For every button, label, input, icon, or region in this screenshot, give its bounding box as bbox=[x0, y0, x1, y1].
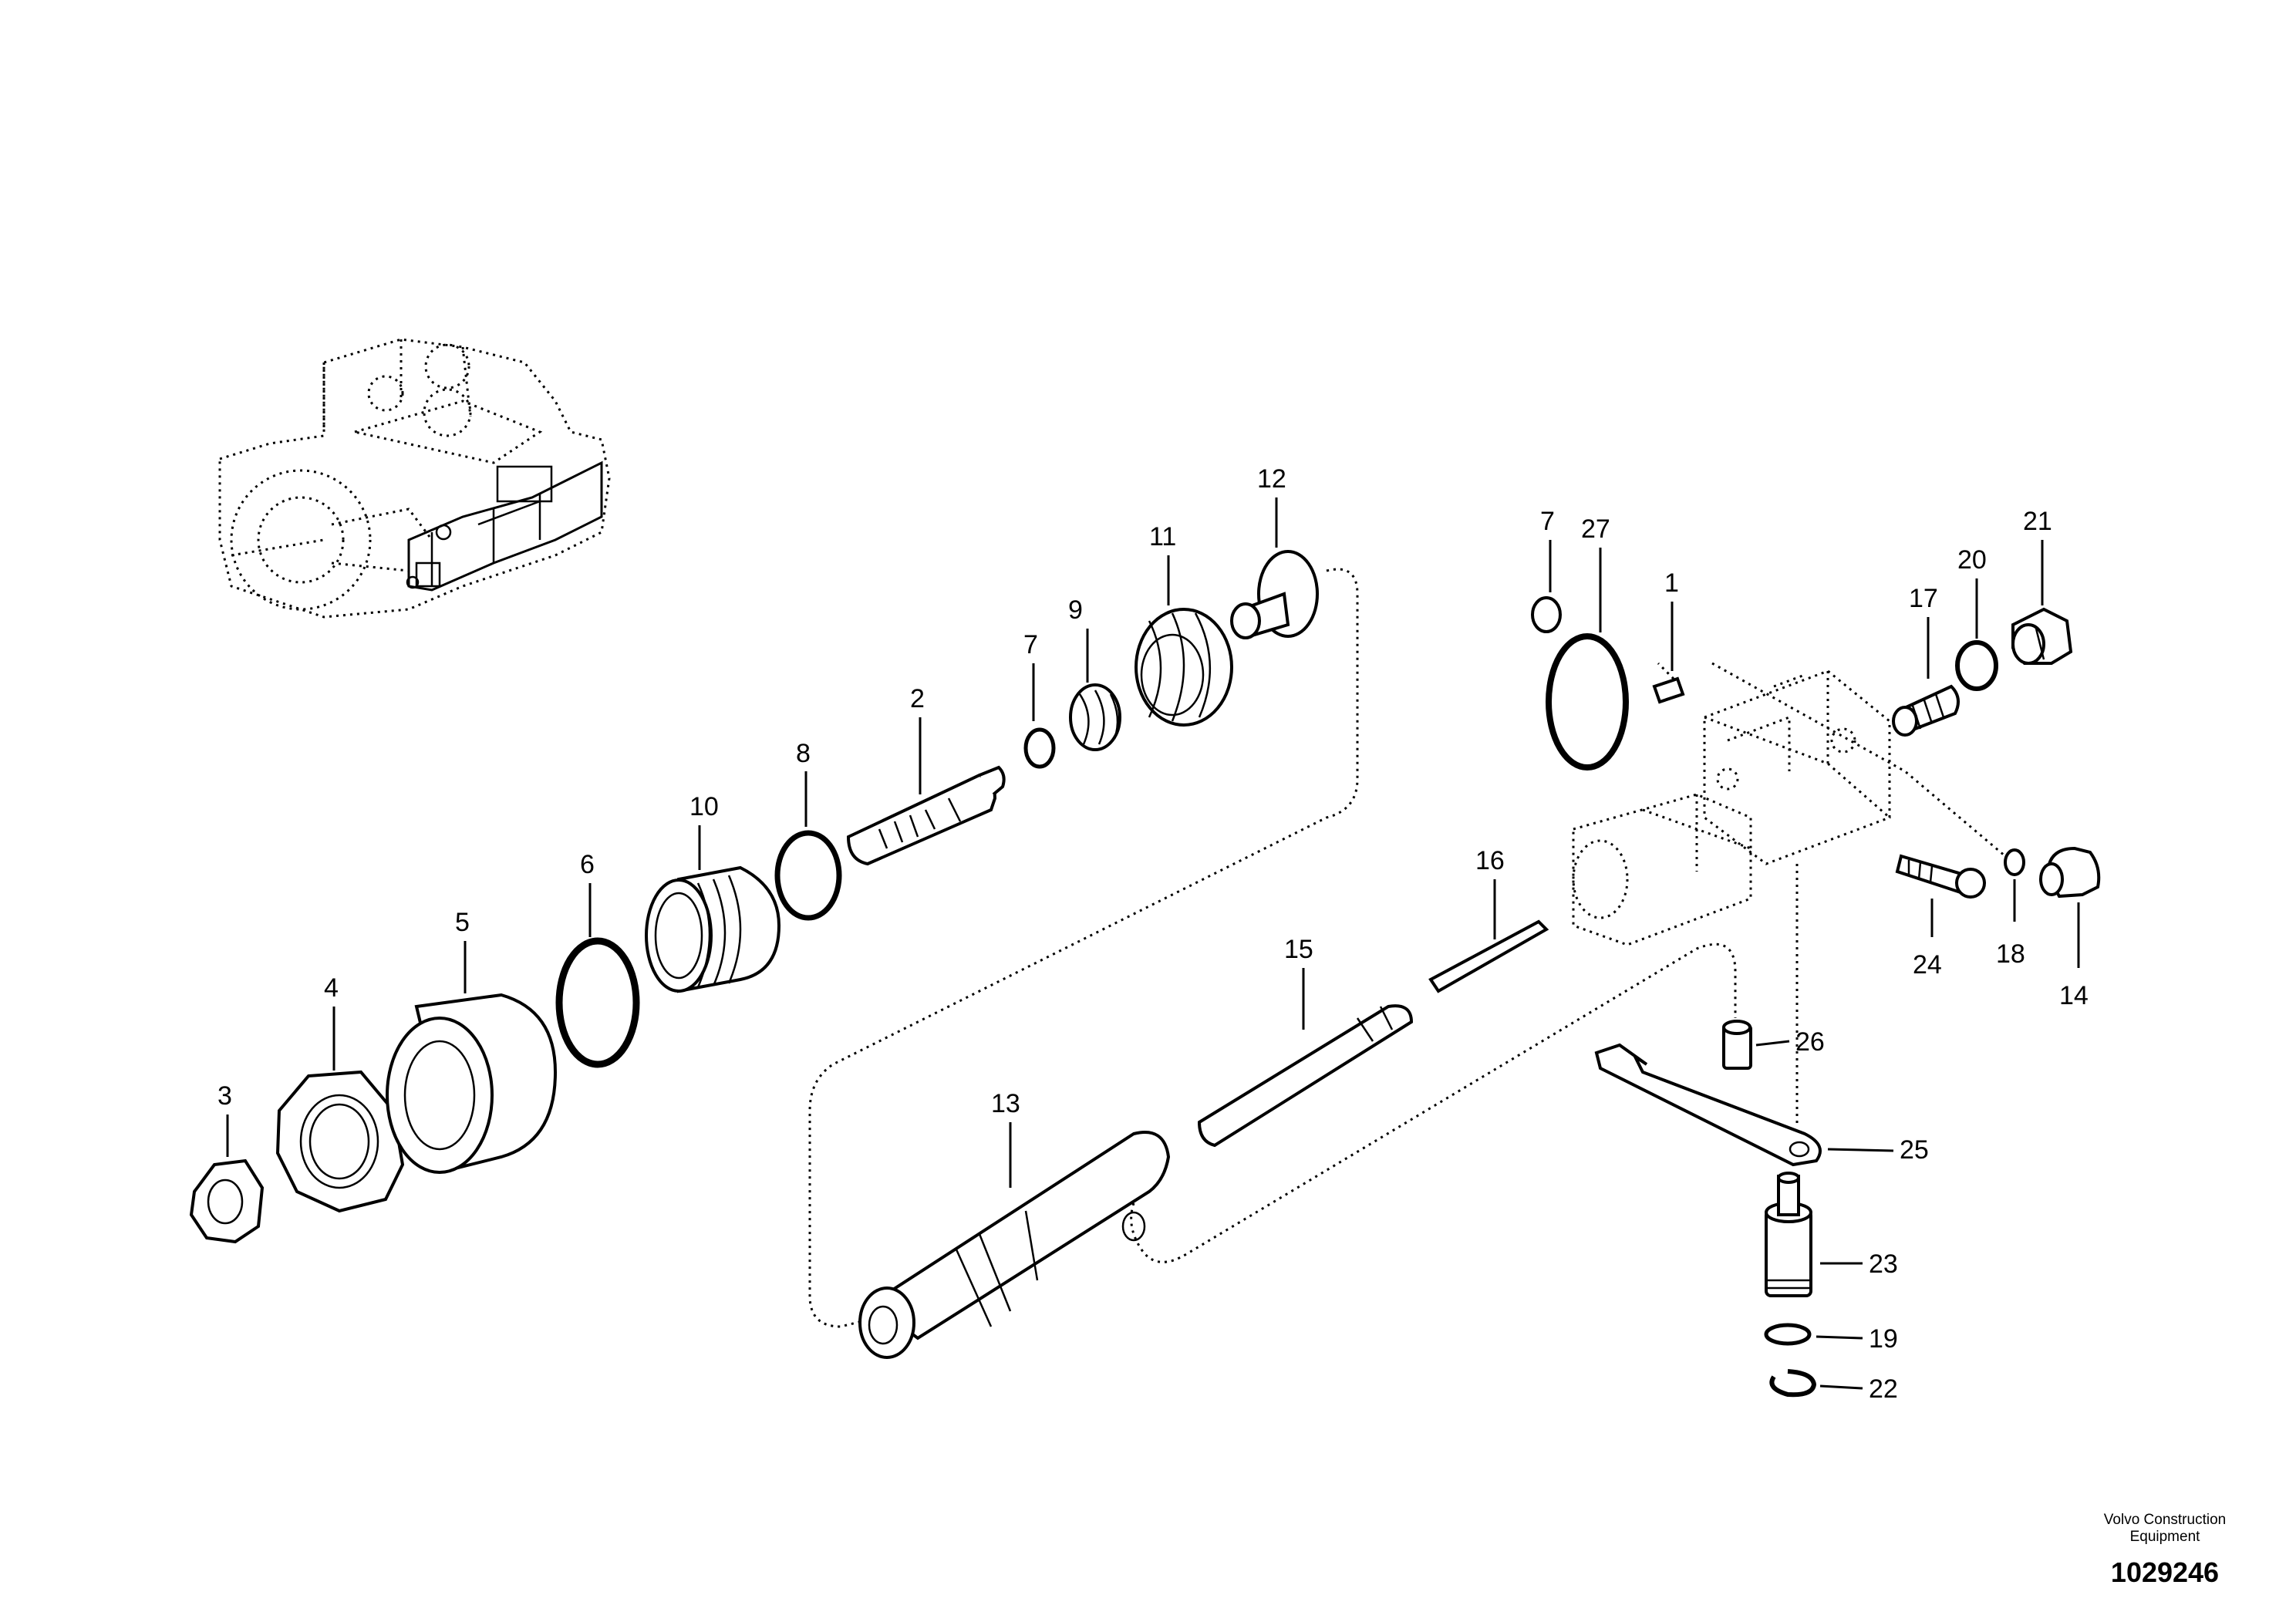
callout-26: 26 bbox=[1795, 1027, 1825, 1057]
callout-12: 12 bbox=[1257, 464, 1286, 494]
callout-11: 11 bbox=[1149, 522, 1176, 551]
part-22-retaining-ring bbox=[1769, 1369, 1817, 1398]
pump-overview-illustration bbox=[218, 338, 611, 619]
callout-14: 14 bbox=[2059, 981, 2089, 1010]
part-2-spool bbox=[846, 765, 1006, 866]
part-5-sleeve bbox=[386, 993, 558, 1174]
part-12-spring-seat bbox=[1230, 550, 1319, 639]
callout-5: 5 bbox=[455, 908, 470, 937]
callout-23: 23 bbox=[1869, 1249, 1898, 1279]
part-25-lever bbox=[1594, 1043, 1822, 1167]
callout-27: 27 bbox=[1581, 514, 1610, 544]
callout-3: 3 bbox=[217, 1081, 232, 1111]
part-19-o-ring bbox=[1764, 1323, 1812, 1346]
footer-document-number: 1029246 bbox=[2110, 1556, 2220, 1588]
part-7-o-ring bbox=[1023, 727, 1056, 769]
part-17-spring bbox=[1892, 684, 1960, 737]
callout-15: 15 bbox=[1284, 935, 1313, 964]
callout-13: 13 bbox=[991, 1089, 1020, 1118]
part-8-o-ring bbox=[774, 830, 842, 921]
part-10-small-spring bbox=[1069, 683, 1121, 751]
callout-9: 10 bbox=[689, 792, 719, 821]
callout-21: 21 bbox=[2023, 507, 2052, 536]
callout-25: 25 bbox=[1900, 1135, 1929, 1165]
part-23-piston bbox=[1765, 1172, 1812, 1297]
part-24-screw bbox=[1895, 854, 1986, 899]
part-9-threaded-bushing bbox=[645, 865, 781, 993]
part-21-plug bbox=[2011, 607, 2073, 665]
part-6-o-ring bbox=[555, 937, 640, 1068]
callout-10: 9 bbox=[1068, 595, 1083, 625]
part-3-hex-nut bbox=[189, 1158, 265, 1244]
callout-7-left: 7 bbox=[1023, 630, 1038, 659]
callout-2: 2 bbox=[910, 684, 925, 713]
callout-22: 22 bbox=[1869, 1374, 1898, 1404]
footer-company-name: Volvo Construction Equipment bbox=[2103, 1512, 2227, 1545]
assembly-path-right bbox=[1130, 943, 1737, 1263]
part-14-plug bbox=[2039, 846, 2101, 899]
part-27-o-ring bbox=[1546, 633, 1629, 771]
callout-24: 24 bbox=[1913, 950, 1942, 980]
part-20-o-ring bbox=[1955, 640, 1998, 691]
part-11-large-spring bbox=[1135, 608, 1233, 727]
callout-labels: 3 4 5 6 10 8 2 7 9 11 12 13 15 16 7 27 1… bbox=[217, 464, 2089, 1404]
callout-20: 20 bbox=[1957, 545, 1987, 575]
callout-16: 16 bbox=[1475, 846, 1505, 875]
part-7-o-ring-right bbox=[1531, 596, 1562, 633]
callout-6: 6 bbox=[580, 850, 595, 879]
callout-18: 18 bbox=[1996, 939, 2025, 969]
callout-7-right: 7 bbox=[1540, 507, 1555, 536]
callout-8: 8 bbox=[796, 739, 811, 768]
part-13-cylinder bbox=[858, 1131, 1171, 1359]
part-1-valve-housing bbox=[1572, 669, 1891, 946]
callout-1: 1 bbox=[1664, 568, 1679, 598]
callout-19: 19 bbox=[1869, 1324, 1898, 1354]
part-1-plug bbox=[1652, 676, 1685, 704]
part-26-pin bbox=[1722, 1020, 1752, 1070]
callout-4: 4 bbox=[324, 973, 339, 1003]
part-15-shaft bbox=[1197, 1004, 1414, 1148]
part-4-large-hex-nut bbox=[275, 1070, 405, 1213]
callout-17: 17 bbox=[1909, 584, 1938, 613]
part-16-pin bbox=[1428, 919, 1549, 993]
assembly-path-left bbox=[808, 568, 1359, 1328]
leader-lines bbox=[226, 497, 2080, 1390]
part-18-o-ring bbox=[2004, 848, 2025, 876]
